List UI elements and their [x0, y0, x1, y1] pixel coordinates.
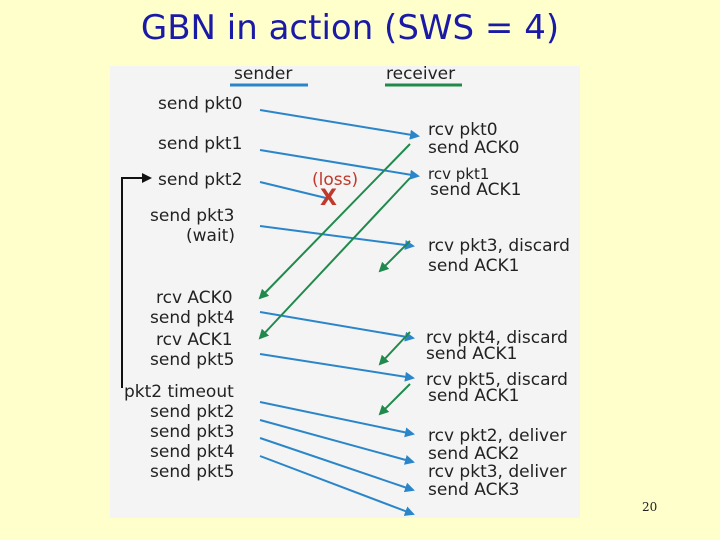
sender-event-send-pkt3: send pkt3 — [150, 206, 235, 226]
pkt3-resend-arrow — [259, 419, 415, 465]
pkt4-arrow — [259, 311, 415, 342]
timeout-bracket — [121, 177, 130, 388]
receiver-event-rcv-pkt5-discard: rcv pkt5, discard — [426, 370, 568, 390]
sender-event-rcv-ack0: rcv ACK0 — [156, 288, 233, 308]
receiver-event-send-ack1: send ACK1 — [430, 180, 522, 200]
receiver-event-send-ack2: send ACK2 — [428, 444, 520, 464]
sender-event-resend-pkt5: send pkt5 — [150, 462, 235, 482]
pkt2-resend-arrow — [259, 401, 415, 438]
ack1-dup-arrow-1 — [378, 240, 411, 273]
ack0-arrow — [258, 143, 411, 300]
receiver-event-rcv-pkt3-deliver: rcv pkt3, deliver — [428, 462, 567, 482]
sender-event-send-pkt5: send pkt5 — [150, 350, 235, 370]
page-number: 20 — [642, 500, 658, 514]
pkt5-resend-arrow — [259, 455, 415, 516]
sender-event-rcv-ack1: rcv ACK1 — [156, 330, 233, 350]
pkt5-arrow — [259, 353, 415, 382]
receiver-event-send-ack3: send ACK3 — [428, 480, 520, 500]
receiver-event-rcv-pkt0: rcv pkt0 — [428, 120, 498, 140]
receiver-event-send-ack1-3: send ACK1 — [426, 344, 518, 364]
pkt4-resend-arrow — [259, 437, 415, 493]
sender-event-send-pkt4: send pkt4 — [150, 308, 235, 328]
ack1-dup-arrow-2 — [378, 331, 411, 366]
receiver-header: receiver — [386, 64, 456, 84]
sender-event-send-pkt1: send pkt1 — [158, 134, 243, 154]
receiver-event-rcv-pkt3-discard: rcv pkt3, discard — [428, 236, 570, 256]
slide-title: GBN in action (SWS = 4) — [140, 8, 560, 48]
gbn-diagram-panel: sender receiver send pkt0 send pkt1 send… — [110, 66, 580, 518]
receiver-event-rcv-pkt2-deliver: rcv pkt2, deliver — [428, 426, 567, 446]
receiver-event-rcv-pkt4-discard: rcv pkt4, discard — [426, 328, 568, 348]
ack1-arrow — [258, 177, 411, 340]
receiver-event-send-ack1-2: send ACK1 — [428, 256, 520, 276]
sender-event-pkt2-timeout: pkt2 timeout — [124, 382, 234, 402]
receiver-event-rcv-pkt1: rcv pkt1 — [428, 165, 490, 183]
sender-event-resend-pkt4: send pkt4 — [150, 442, 235, 462]
pkt3-arrow — [259, 225, 415, 250]
sender-event-resend-pkt3: send pkt3 — [150, 422, 235, 442]
pkt0-arrow — [259, 109, 420, 140]
sender-event-wait: (wait) — [186, 226, 235, 246]
sender-event-resend-pkt2: send pkt2 — [150, 402, 235, 422]
pkt2-lost-arrow — [259, 181, 327, 199]
receiver-event-send-ack1-4: send ACK1 — [428, 386, 520, 406]
receiver-event-send-ack0: send ACK0 — [428, 138, 520, 158]
loss-label: (loss) — [312, 170, 359, 190]
sender-event-send-pkt2: send pkt2 — [158, 170, 243, 190]
loss-x-icon: X — [320, 186, 337, 211]
sender-event-send-pkt0: send pkt0 — [158, 94, 243, 114]
pkt1-arrow — [259, 149, 420, 180]
message-arrows — [121, 83, 462, 516]
sender-header: sender — [234, 64, 293, 84]
ack1-dup-arrow-3 — [378, 383, 411, 416]
